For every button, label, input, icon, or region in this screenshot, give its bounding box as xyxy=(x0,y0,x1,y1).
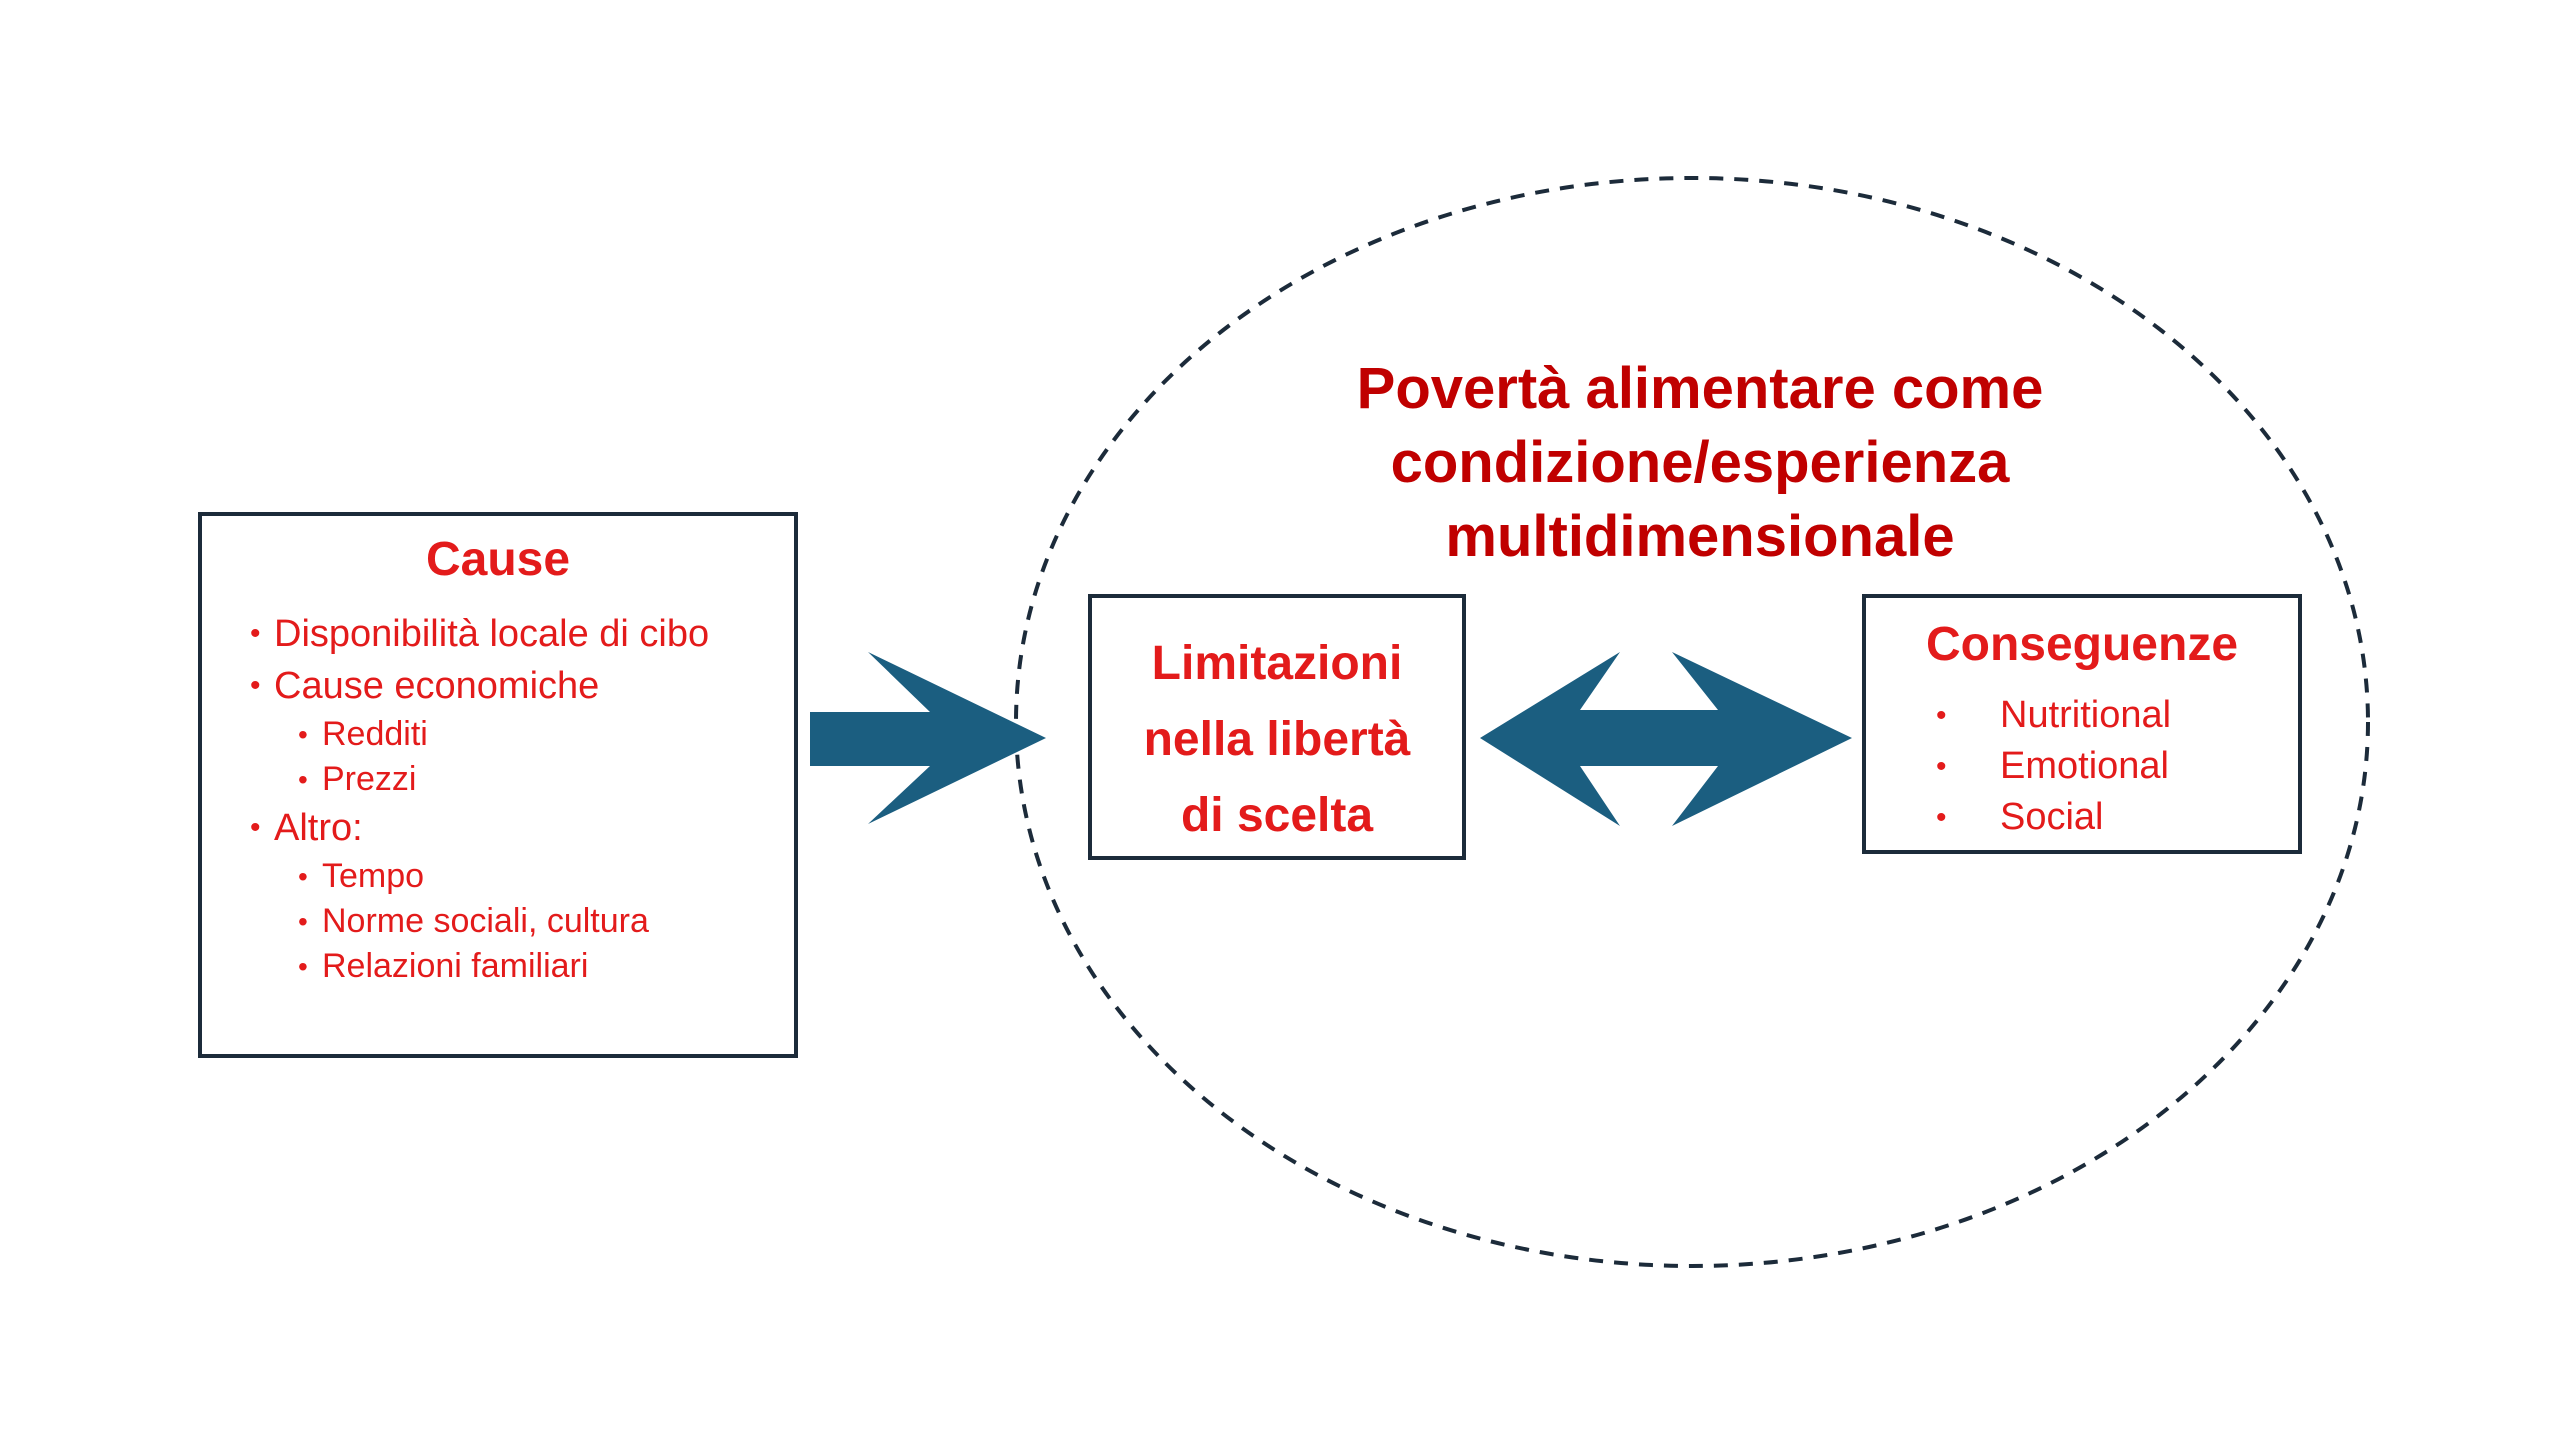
cause-subitem-time: Tempo xyxy=(250,854,774,899)
cause-subitem-norms: Norme sociali, cultura xyxy=(250,899,774,944)
cause-item-availability: Disponibilità locale di cibo xyxy=(250,608,774,660)
ellipse-title-line: condizione/esperienza xyxy=(1390,430,2010,495)
causes-list: Disponibilità locale di cibo Cause econo… xyxy=(250,608,774,989)
consequence-item: Emotional xyxy=(1936,741,2171,792)
consequence-item: Nutritional xyxy=(1936,690,2171,741)
cause-item-label: Altro: xyxy=(274,807,363,849)
consequences-list: Nutritional Emotional Social xyxy=(1936,690,2171,843)
cause-subitem-label: Relazioni familiari xyxy=(322,947,589,985)
limitations-line: Limitazioni xyxy=(1151,637,1403,690)
consequences-box: Conseguenze Nutritional Emotional Social xyxy=(1862,594,2302,854)
cause-item-label: Disponibilità locale di cibo xyxy=(274,613,710,655)
ellipse-title-line: Povertà alimentare come xyxy=(1356,356,2044,421)
limitations-box: Limitazioni nella libertà di scelta xyxy=(1088,594,1466,860)
limitations-text: Limitazioni nella libertà di scelta xyxy=(1092,626,1462,854)
cause-subitem-label: Redditi xyxy=(322,715,428,753)
limitations-line: nella libertà xyxy=(1143,713,1411,766)
consequence-item: Social xyxy=(1936,792,2171,843)
causes-box: Cause Disponibilità locale di cibo Cause… xyxy=(198,512,798,1058)
limitations-line: di scelta xyxy=(1180,789,1374,842)
cause-subitem-income: Redditi xyxy=(250,712,774,757)
cause-subitem-label: Norme sociali, cultura xyxy=(322,902,649,940)
consequences-title: Conseguenze xyxy=(1925,618,2239,671)
ellipse-title-line: multidimensionale xyxy=(1445,504,1955,569)
double-arrow-icon xyxy=(1480,652,1852,826)
cause-item-economic: Cause economiche xyxy=(250,660,774,712)
causes-title: Cause xyxy=(425,533,571,586)
ellipse-title: Povertà alimentare come condizione/esper… xyxy=(1240,352,2160,574)
cause-item-other: Altro: xyxy=(250,802,774,854)
cause-subitem-prices: Prezzi xyxy=(250,757,774,802)
right-arrow-icon xyxy=(810,652,1046,824)
cause-subitem-label: Prezzi xyxy=(322,760,417,798)
cause-subitem-label: Tempo xyxy=(322,857,425,895)
cause-item-label: Cause economiche xyxy=(274,665,600,707)
cause-subitem-family: Relazioni familiari xyxy=(250,944,774,989)
